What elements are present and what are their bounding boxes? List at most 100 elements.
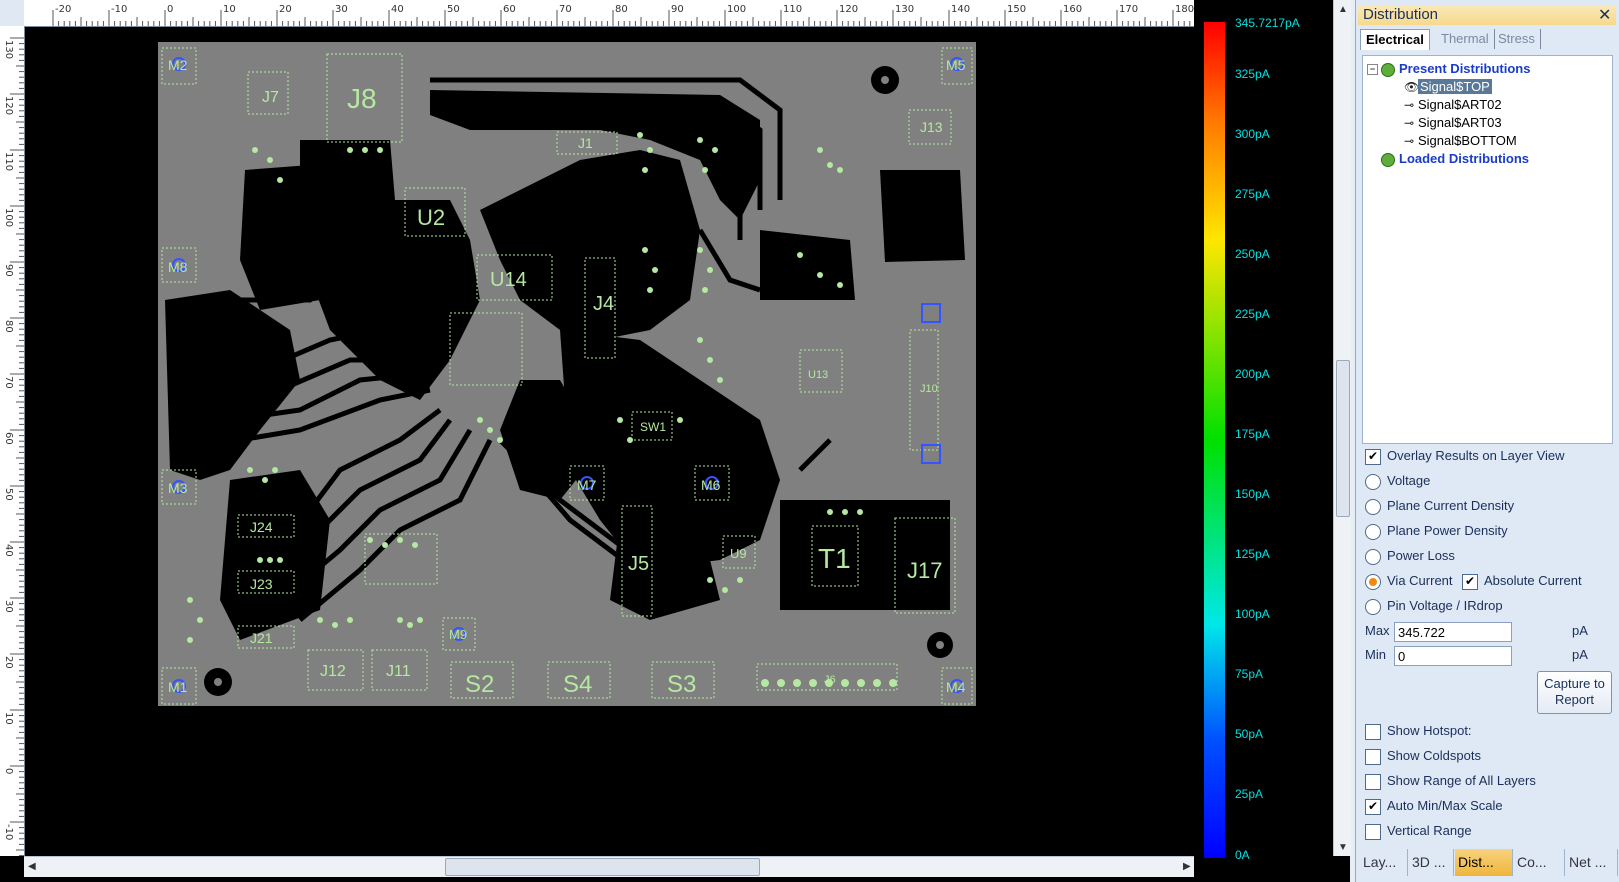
designator: J1 [578,135,593,151]
pcb-j6-pins [761,679,897,687]
designator: M5 [946,57,966,73]
radio-plane-power-density[interactable]: Plane Power Density [1365,523,1508,540]
ruler-tick-label: 90 [3,264,14,277]
ruler-tick-label: 130 [3,40,14,60]
tree-node-present[interactable]: −Present Distributions [1367,61,1530,77]
check-icon: ✔ [1365,448,1381,465]
ruler-tick-label: -20 [55,4,72,15]
color-scale-label: 175pA [1235,427,1270,441]
color-scale-label: 275pA [1235,187,1270,201]
layer-icon: ⊸ [1404,134,1415,148]
color-scale-label: 225pA [1235,307,1270,321]
color-scale-label: 0A [1235,848,1250,862]
designator: S2 [465,671,494,698]
ruler-tick-label: 100 [727,4,747,15]
overlay-checkbox[interactable]: ✔Overlay Results on Layer View [1365,448,1565,465]
tab-thermal[interactable]: Thermal [1436,29,1495,49]
tab-stress[interactable]: Stress [1493,29,1541,49]
min-input[interactable] [1394,646,1512,666]
ruler-tick-label: 40 [3,544,14,557]
distribution-icon [1381,152,1395,167]
show-range-all-layers-checkbox[interactable]: Show Range of All Layers [1365,773,1536,790]
ruler-tick-label: 30 [335,4,348,15]
ruler-tick-label: -10 [111,4,128,15]
ruler-tick-label: 140 [951,4,971,15]
designator: U9 [730,546,747,561]
scroll-down-icon[interactable]: ▼ [1338,842,1348,853]
vertical-scroll-thumb[interactable] [1336,360,1350,517]
ruler-tick-label: -10 [3,824,14,841]
scroll-right-icon[interactable]: ▶ [1183,861,1191,872]
ruler-tick-label: 50 [3,488,14,501]
ruler-tick-label: 120 [839,4,859,15]
tree-item-signal-art02[interactable]: ⊸Signal$ART02 [1404,97,1502,112]
vertical-range-checkbox[interactable]: Vertical Range [1365,823,1472,840]
ruler-tick-label: 20 [279,4,292,15]
designator: J6 [824,674,836,686]
ruler-tick-label: 170 [1119,4,1139,15]
ruler-tick-label: 80 [3,320,14,333]
bottom-tab-distribution[interactable]: Dist... [1455,849,1513,876]
min-unit: pA [1572,647,1588,662]
designator: J23 [250,576,273,592]
scroll-left-icon[interactable]: ◀ [28,861,36,872]
distribution-icon [1381,62,1395,77]
ruler-tick-label: 110 [3,152,14,172]
bottom-tab-co[interactable]: Co... [1514,849,1565,876]
designator: M8 [168,259,188,275]
designator: J10 [920,383,938,395]
designator: S3 [667,671,696,698]
ruler-tick-label: 10 [3,712,14,725]
horizontal-scroll-thumb[interactable] [445,858,760,876]
ruler-corner [0,0,25,27]
designator: U14 [490,269,527,291]
tree-item-signal-art03[interactable]: ⊸Signal$ART03 [1404,115,1502,130]
max-input[interactable] [1394,622,1512,642]
pcb-board-view[interactable]: M2 M5 J8 J7 J13 J1 U2 U14 M8 J4 U13 J10 … [0,0,1350,882]
show-hotspots-checkbox[interactable]: Show Hotspot: [1365,723,1472,740]
designator: SW1 [640,420,666,434]
close-icon[interactable]: ✕ [1598,7,1612,24]
ruler-tick-label: 40 [391,4,404,15]
designator: M9 [449,627,467,642]
radio-via-current[interactable]: Via Current [1365,573,1453,590]
ruler-tick-label: 0 [3,768,14,775]
designator: J24 [250,519,273,535]
radio-power-loss[interactable]: Power Loss [1365,548,1455,565]
auto-min-max-checkbox[interactable]: ✔Auto Min/Max Scale [1365,798,1503,815]
absolute-current-checkbox[interactable]: ✔Absolute Current [1462,573,1582,590]
scroll-up-icon[interactable]: ▲ [1338,4,1348,15]
tab-electrical[interactable]: Electrical [1360,29,1430,50]
color-scale-label: 75pA [1235,667,1264,681]
designator: M4 [946,679,966,695]
collapse-icon[interactable]: − [1367,64,1378,76]
pcb-footprints [161,47,973,705]
designator: J11 [386,663,411,680]
tree-node-loaded[interactable]: Loaded Distributions [1381,151,1529,167]
color-scale-label: 100pA [1235,607,1270,621]
tree-item-signal-top[interactable]: 👁Signal$TOP [1404,79,1492,94]
bottom-tab-net[interactable]: Net ... [1566,849,1618,876]
designator: M2 [168,57,188,73]
radio-voltage[interactable]: Voltage [1365,473,1430,490]
pcb-traces [168,77,832,622]
ruler-tick-label: 20 [3,656,14,669]
radio-pin-voltage-irdrop[interactable]: Pin Voltage / IRdrop [1365,598,1503,615]
layer-icon: ⊸ [1404,98,1415,112]
ruler-tick-label: 50 [447,4,460,15]
bottom-tab-3d[interactable]: 3D ... [1409,849,1454,876]
designator: J12 [320,663,346,680]
designator: S4 [563,671,592,698]
ruler-tick-label: 150 [1007,4,1027,15]
bottom-tab-layers[interactable]: Lay... [1360,849,1408,876]
ruler-tick-label: 10 [223,4,236,15]
color-scale-label: 25pA [1235,787,1264,801]
eye-icon: 👁 [1404,80,1420,94]
tree-item-signal-bottom[interactable]: ⊸Signal$BOTTOM [1404,133,1517,148]
show-coldspots-checkbox[interactable]: Show Coldspots [1365,748,1481,765]
distribution-tree[interactable] [1362,55,1613,444]
radio-plane-current-density[interactable]: Plane Current Density [1365,498,1514,515]
color-scale-bar [1204,22,1225,858]
